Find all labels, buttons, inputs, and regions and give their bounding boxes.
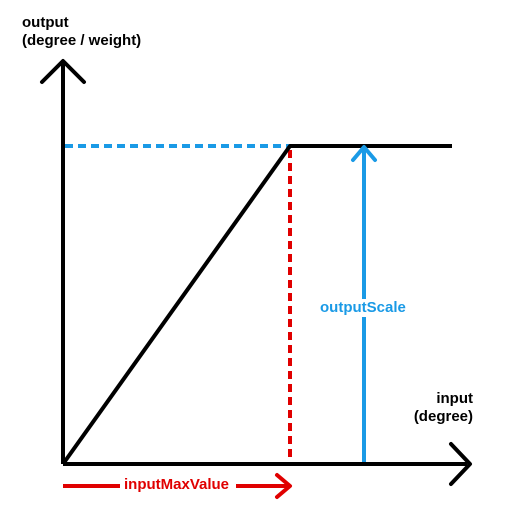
y-axis-label-line1: output — [22, 14, 69, 31]
x-axis-arrowhead — [449, 442, 472, 486]
x-axis-label-line2: (degree) — [413, 408, 473, 425]
y-axis-label: output (degree / weight) — [22, 14, 141, 50]
input-max-arrowhead — [275, 473, 292, 499]
output-scale-label: outputScale — [318, 299, 408, 317]
x-axis-label: input (degree) — [414, 390, 473, 426]
y-axis-arrowhead — [40, 59, 86, 84]
x-axis-label-line1: input — [436, 390, 473, 407]
y-axis-label-line2: (degree / weight) — [22, 32, 142, 49]
response-curve — [61, 144, 452, 466]
output-scale-arrowhead — [351, 145, 377, 162]
input-max-value-label: inputMaxValue — [120, 476, 234, 494]
